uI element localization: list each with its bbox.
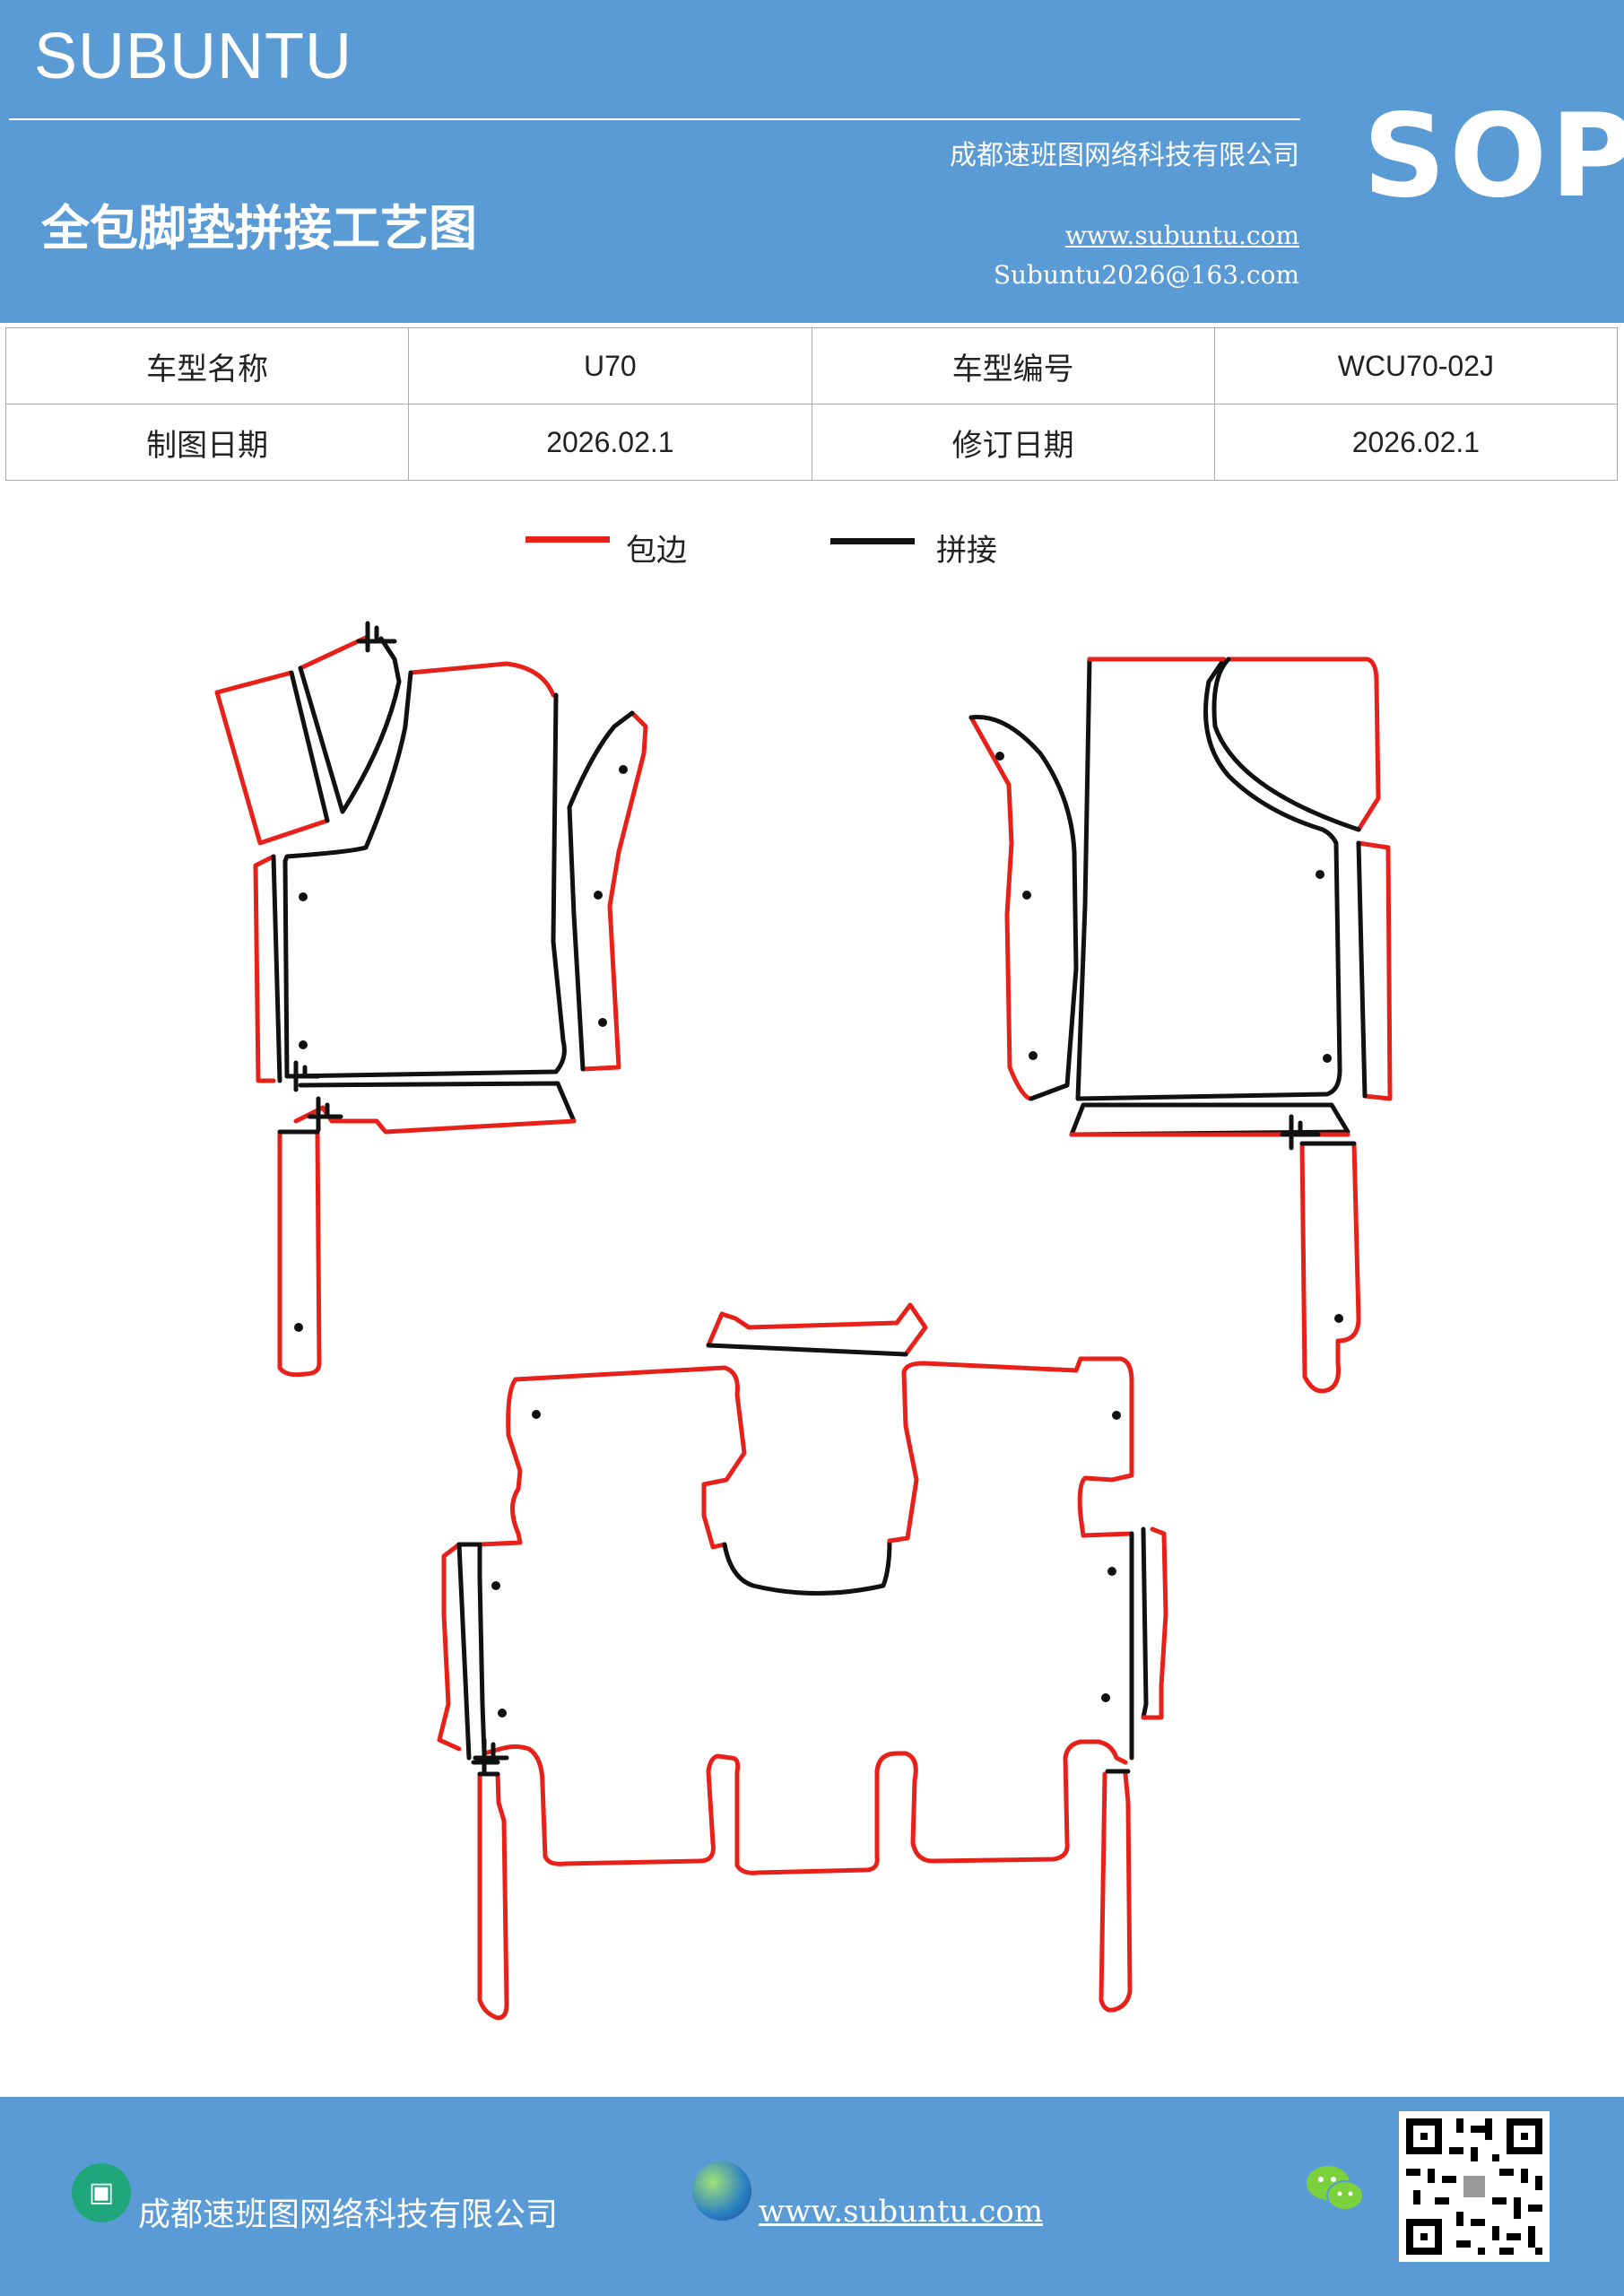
rear-left-strip-inner bbox=[456, 1542, 472, 1761]
label-draw-date: 制图日期 bbox=[4, 404, 410, 481]
header-banner bbox=[0, 0, 1624, 323]
rear-main-edge bbox=[513, 1365, 747, 1550]
fl-right-strip-seam bbox=[567, 710, 635, 1072]
building-icon: ▣ bbox=[72, 2163, 131, 2222]
mounting-points bbox=[294, 752, 1343, 1718]
mount-dot bbox=[1112, 1411, 1121, 1420]
rear-mat-group bbox=[437, 1302, 1168, 2021]
header-url-link[interactable]: www.subuntu.com bbox=[1064, 221, 1299, 250]
legend-seam-swatch bbox=[830, 538, 915, 544]
wechat-icon[interactable] bbox=[1304, 2161, 1367, 2215]
mount-dot bbox=[995, 752, 1004, 761]
mount-dot bbox=[1101, 1693, 1110, 1702]
rear-left-edge bbox=[477, 1377, 523, 1547]
fl-long-strip-edge bbox=[277, 1129, 322, 1378]
sop-badge: SOP bbox=[1363, 90, 1624, 223]
mount-dot bbox=[619, 765, 628, 774]
rear-tunnel-seam bbox=[722, 1538, 892, 1596]
value-model-code: WCU70-02J bbox=[1213, 327, 1619, 404]
label-model-name: 车型名称 bbox=[4, 327, 410, 404]
mount-dot bbox=[598, 1018, 607, 1027]
mount-dot bbox=[1334, 1314, 1343, 1323]
rear-right-strip-edge bbox=[1141, 1526, 1168, 1720]
fl-top-edge bbox=[298, 634, 370, 671]
table-row: 制图日期 2026.02.1 修订日期 2026.02.1 bbox=[4, 404, 1619, 481]
fr-body-right-edge bbox=[1226, 657, 1381, 832]
rear-main-right-edge bbox=[887, 1356, 1134, 1544]
rear-tunnel-cap-seam bbox=[706, 1343, 908, 1357]
fl-joint-mark-2 bbox=[284, 1060, 321, 1092]
qr-code bbox=[1399, 2111, 1550, 2262]
fr-left-strip-edge bbox=[968, 715, 1034, 1101]
fl-side-strip-seam bbox=[271, 854, 282, 1083]
fl-flap-edge bbox=[214, 670, 330, 846]
fr-long-strip-edge bbox=[1299, 1141, 1361, 1394]
fr-arc-seam bbox=[1211, 657, 1361, 832]
legend-edge-swatch bbox=[525, 536, 610, 543]
mount-dot bbox=[498, 1709, 507, 1718]
mount-dot bbox=[294, 1323, 303, 1332]
rear-left-long-strip-edge bbox=[477, 1771, 509, 2021]
rear-tunnel-cap-edge bbox=[706, 1302, 928, 1357]
fr-body-seam bbox=[1075, 657, 1342, 1101]
rear-right-long-strip-edge bbox=[1099, 1771, 1133, 2013]
header-company: 成都速班图网络科技有限公司 bbox=[950, 140, 1299, 171]
label-model-code: 车型编号 bbox=[811, 327, 1215, 404]
rear-left-strip-edge bbox=[437, 1542, 462, 1752]
fl-bottom-bar-edge bbox=[293, 1105, 577, 1135]
fr-joint-mark bbox=[1280, 1114, 1321, 1151]
table-row: 车型名称 U70 车型编号 WCU70-02J bbox=[4, 327, 1619, 404]
fl-body-top-edge bbox=[408, 661, 556, 698]
rear-left-strip-seam bbox=[456, 1542, 487, 1756]
fr-right-strip-seam bbox=[1356, 840, 1368, 1099]
fl-side-strip-edge bbox=[253, 854, 276, 1083]
header-divider bbox=[9, 118, 1300, 120]
rear-right-strip-seam bbox=[1129, 1526, 1149, 1761]
value-revise-date: 2026.02.1 bbox=[1213, 404, 1619, 481]
header-email: Subuntu2026@163.com bbox=[993, 260, 1299, 290]
mount-dot bbox=[594, 891, 603, 900]
mount-dot bbox=[491, 1581, 500, 1590]
mount-dot bbox=[1029, 1051, 1038, 1060]
fl-joint-mark-3 bbox=[307, 1096, 343, 1133]
info-table: 车型名称 U70 车型编号 WCU70-02J 制图日期 2026.02.1 修… bbox=[4, 327, 1619, 481]
label-revise-date: 修订日期 bbox=[811, 404, 1215, 481]
footer-url-link[interactable]: www.subuntu.com bbox=[759, 2194, 1044, 2230]
fr-bottom-bar-seam bbox=[1069, 1102, 1350, 1137]
mount-dot bbox=[532, 1410, 541, 1419]
fl-body-seam bbox=[282, 670, 567, 1079]
front-right-mat-group bbox=[968, 657, 1393, 1394]
legend-seam-label: 拼接 bbox=[936, 533, 997, 569]
mount-dot bbox=[1022, 891, 1031, 900]
mount-dot bbox=[1107, 1567, 1116, 1576]
rear-bottom-edge bbox=[482, 1739, 1128, 1875]
document-title: 全包脚垫拼接工艺图 bbox=[41, 199, 477, 257]
value-draw-date: 2026.02.1 bbox=[408, 404, 812, 481]
fl-flap-seam bbox=[289, 670, 330, 823]
fl-diagonal-seam bbox=[298, 636, 402, 814]
fl-joint-mark-1 bbox=[356, 621, 397, 653]
front-left-mat-group bbox=[214, 621, 648, 1378]
fr-left-strip-seam bbox=[968, 715, 1079, 1101]
mount-dot bbox=[1323, 1054, 1332, 1063]
mount-dot bbox=[299, 892, 308, 901]
footer-company: 成都速班图网络科技有限公司 bbox=[138, 2196, 559, 2233]
rear-joint-mark bbox=[473, 1737, 509, 1774]
fl-right-strip-edge bbox=[580, 710, 648, 1072]
mount-dot bbox=[299, 1040, 308, 1049]
fr-right-strip-edge bbox=[1356, 840, 1393, 1101]
brand-name: SUBUNTU bbox=[34, 21, 353, 92]
legend-edge-label: 包边 bbox=[626, 533, 687, 569]
globe-icon bbox=[692, 2161, 751, 2221]
fl-bottom-bar-seam bbox=[298, 1081, 577, 1124]
value-model-name: U70 bbox=[408, 327, 812, 404]
mount-dot bbox=[1316, 870, 1324, 879]
